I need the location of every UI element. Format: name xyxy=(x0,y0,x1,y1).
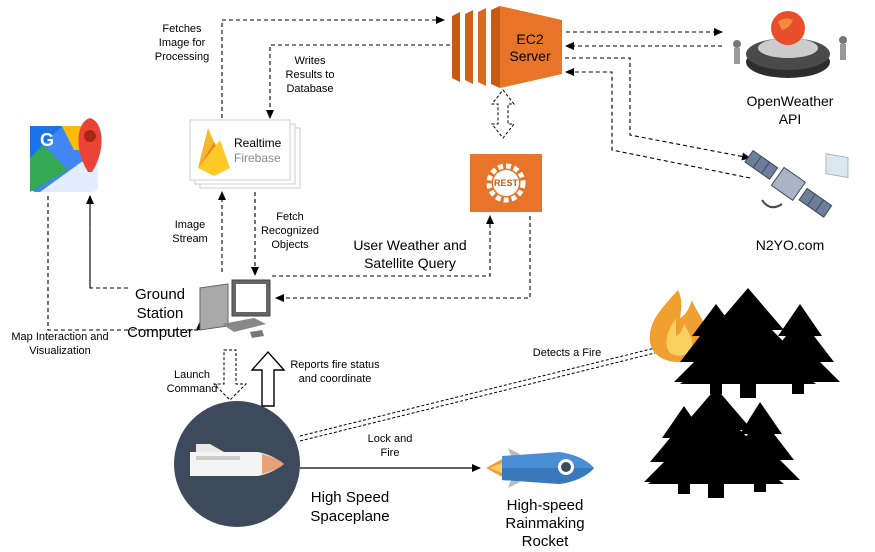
rainmaking-rocket: High-speed Rainmaking Rocket xyxy=(486,448,594,550)
realtime-firebase: Realtime Firebase xyxy=(189,119,301,189)
label-writes-results-1: Writes xyxy=(295,55,326,67)
label-detects-fire: Detects a Fire xyxy=(533,347,601,359)
n2yo-label: N2YO.com xyxy=(756,237,824,253)
svg-text:G: G xyxy=(40,130,54,150)
openweather-api: OpenWeather API xyxy=(733,11,849,178)
spaceplane: High Speed Spaceplane xyxy=(174,401,390,527)
label-launch-command-1: Launch xyxy=(174,369,210,381)
openweather-label-line1: OpenWeather xyxy=(747,93,834,109)
label-fetches-image-3: Processing xyxy=(155,51,209,63)
edge-detects-fire xyxy=(299,347,656,437)
satellite-icon xyxy=(744,149,833,218)
edge-ec2-to-n2yo xyxy=(565,57,751,161)
openweather-label-line2: API xyxy=(779,111,802,127)
label-fetch-objects-3: Objects xyxy=(271,239,309,251)
label-lock-fire-1: Lock and xyxy=(368,433,413,445)
rocket-icon xyxy=(486,448,594,488)
spaceplane-label-line1: High Speed xyxy=(311,489,389,506)
ground-station-computer: Ground Station Computer xyxy=(127,279,271,341)
fire-icon xyxy=(649,290,706,362)
label-fetch-objects-2: Recognized xyxy=(261,225,319,237)
edge-writes-results xyxy=(266,44,450,119)
ec2-label-line2: Server xyxy=(509,48,551,64)
google-maps-icon: G xyxy=(30,118,102,192)
edge-reports-fire xyxy=(250,350,286,407)
ground-label-line3: Computer xyxy=(127,324,193,341)
rocket-label-line3: Rocket xyxy=(522,533,570,550)
globe-icon xyxy=(771,11,805,45)
edges xyxy=(47,16,751,472)
ground-label-line2: Station xyxy=(137,305,184,322)
label-image-stream-2: Stream xyxy=(172,233,207,245)
forest-icon xyxy=(644,288,840,498)
firebase-label-line2: Firebase xyxy=(234,151,281,165)
label-writes-results-2: Results to xyxy=(286,69,335,81)
ec2-server: EC2 Server xyxy=(452,6,562,88)
edge-ec2-rest xyxy=(490,89,516,139)
edge-user-query xyxy=(272,215,494,277)
firebase-icon xyxy=(198,128,230,176)
ec2-label-line1: EC2 xyxy=(516,31,543,47)
label-map-interaction-1: Map Interaction and xyxy=(11,331,108,343)
n2yo: N2YO.com xyxy=(744,149,833,253)
label-fetches-image-1: Fetches xyxy=(162,23,202,35)
label-fetch-objects-1: Fetch xyxy=(276,211,304,223)
ec2-icon xyxy=(500,6,562,88)
spaceplane-icon xyxy=(190,444,284,476)
edge-fetches-image xyxy=(221,16,445,118)
edge-map-link xyxy=(89,196,130,289)
rocket-label-line1: High-speed xyxy=(507,497,584,514)
label-user-query-2: Satellite Query xyxy=(364,255,456,271)
label-fetches-image-2: Image for xyxy=(159,37,206,49)
label-lock-fire-2: Fire xyxy=(381,447,400,459)
firebase-label-line1: Realtime xyxy=(234,136,282,150)
label-image-stream-1: Image xyxy=(175,219,206,231)
edge-n2yo-to-ec2 xyxy=(565,68,751,179)
label-reports-fire-2: and coordinate xyxy=(299,373,372,385)
label-reports-fire-1: Reports fire status xyxy=(290,359,380,371)
spaceplane-label-line2: Spaceplane xyxy=(310,508,389,525)
rocket-label-line2: Rainmaking xyxy=(505,515,584,532)
ground-label-line1: Ground xyxy=(135,286,185,303)
label-user-query-1: User Weather and xyxy=(353,237,466,253)
edge-launch-command xyxy=(212,349,248,401)
rest-label: REST xyxy=(494,178,519,188)
label-map-interaction-2: Visualization xyxy=(29,345,91,357)
edge-labels: Fetches Image for Processing Writes Resu… xyxy=(11,23,601,459)
rest-api: REST xyxy=(470,154,542,212)
label-launch-command-2: Command xyxy=(167,383,218,395)
label-writes-results-3: Database xyxy=(286,83,333,95)
